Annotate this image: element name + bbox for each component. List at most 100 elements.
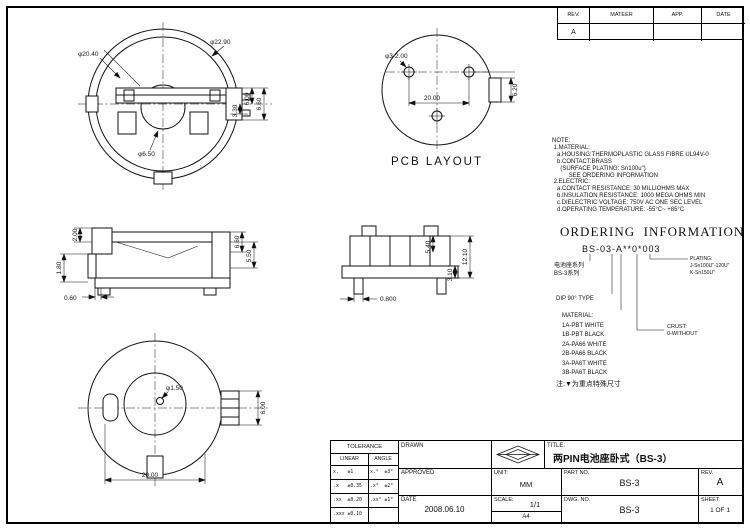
hatched-section-right [189, 111, 209, 135]
scale-value: 1/1 [529, 500, 541, 509]
note-line: NOTE: [552, 138, 571, 144]
dim-550: 5.50 [246, 249, 253, 262]
rev-value: A [716, 477, 724, 488]
tolerance-linear-row: .x ±0.35 [333, 484, 362, 489]
divider [331, 453, 398, 454]
ordering-dip-label: DIP 90° TYPE [556, 296, 594, 302]
material-option: 3A-PA6T WHITE [562, 360, 607, 367]
note-line: 1.MATERIAL: [552, 144, 590, 151]
bottom-notch [153, 171, 173, 185]
dim-330: 3.30 [232, 104, 239, 117]
plating-option: J-Sn100U"-120U" [690, 263, 730, 269]
company-logo [495, 445, 541, 464]
pcb-layout-label: PCB LAYOUT [391, 156, 483, 168]
right-column [211, 231, 231, 283]
rev-empty-cell [654, 24, 702, 41]
tolerance-linear-row: .xx ±0.20 [333, 498, 362, 503]
drawn-label: DRAWN [401, 443, 424, 449]
tolerance-linear-header: LINEAR [340, 456, 359, 462]
material-option: 3B-PA6T BLACK [562, 370, 608, 376]
part-no-label: PART NO. [564, 470, 590, 476]
base [341, 265, 459, 279]
title-label: TITLE: [547, 443, 566, 449]
plating-title: PLATING: [690, 256, 713, 262]
tolerance-linear-row: .xxx ±0.10 [333, 512, 362, 517]
note-line: (SURFACE PLATING: Sn100u") [552, 165, 646, 172]
inner-circle [123, 372, 187, 436]
ordering-information-title: ORDERING INFORMATION [560, 224, 745, 239]
material-option: 2B-PA66 BLACK [562, 351, 607, 357]
body [349, 235, 451, 267]
title-block: TOLERANCE LINEAR ANGLE x. ±1 .x ±0.35 .x… [330, 440, 744, 524]
divider [544, 441, 545, 468]
small-hole [156, 397, 164, 405]
bottom-view-drawing: φ1.50 6.00 20.00 [78, 333, 268, 488]
note-line: b.INSULATION RESISTANCE: 1000 MEGA OHMS … [552, 193, 706, 200]
date-value: 2008.06.10 [424, 505, 465, 514]
note-line: c.DIELECTRIC VOLTAGE: 750V AC ONE SEC LE… [552, 200, 703, 207]
dim-dia-hole: φ1.50 [166, 385, 183, 392]
dim-600: 6.00 [244, 92, 251, 105]
ordering-crust-list: CRUST: 0-WITHOUT [667, 324, 698, 338]
tolerance-angle-row: .x° ±2° [370, 484, 394, 489]
divider [331, 493, 398, 494]
note-line: a.CONTACT RESISTANCE: 30 MILLIOHMS MAX [552, 186, 690, 193]
divider [398, 468, 742, 469]
material-option: 1B-PBT BLACK [562, 332, 605, 338]
top-bump-left [361, 225, 377, 237]
tolerance-angle-row: x.° ±3° [370, 470, 394, 475]
divider [398, 495, 742, 496]
divider [491, 511, 561, 512]
paper-size: A4 [522, 513, 530, 520]
tolerance-angle-header: ANGLE [374, 456, 392, 462]
material-option: 2A-PA66 WHITE [562, 341, 607, 348]
dim-310: 3.10 [447, 268, 454, 281]
rev-header-mateer: MATEER [590, 7, 654, 24]
divider [331, 507, 398, 508]
sheet-value: 1 OF 1 [710, 507, 730, 514]
ordering-plating-list: PLATING: J-Sn100U"-120U" K-Sn150U" [690, 256, 729, 277]
dim-dia-outer: φ22.90 [210, 39, 231, 46]
dim-0800: 0.800 [380, 296, 397, 303]
base-plate [94, 277, 231, 289]
note-line: b.CONTACT:BRASS [552, 158, 612, 165]
side-view-center-drawing: 0.800 5.40 3.10 12.10 [340, 225, 474, 303]
divider [398, 441, 399, 522]
tolerance-angle-row: .xx° ±1° [370, 498, 394, 503]
rev-value-cell: A [558, 24, 590, 41]
crust-title: CRUST: [667, 324, 687, 330]
top-view-drawing: φ20.40 φ22.90 φ6.50 6.00 3.30 6.60 [78, 22, 272, 190]
dim-1210: 12.10 [462, 248, 469, 265]
drawing-title: 两PIN电池座卧式（BS-3） [553, 454, 673, 465]
ordering-material-list: MATERIAL: 1A-PBT WHITE 1B-PBT BLACK 2A-P… [562, 312, 607, 379]
approved-label: APPROVED [401, 470, 435, 476]
rev-header-app: APP. [654, 7, 702, 24]
rev-empty-cell [590, 24, 654, 41]
unit-label: UNIT: [494, 470, 508, 476]
note-line: a.HOUSING:THERMOPLASTIC GLASS FIBRE UL94… [552, 151, 709, 158]
material-option: 1A-PBT WHITE [562, 322, 604, 329]
rev-header-date: DATE [702, 7, 745, 24]
left-slot [102, 393, 119, 422]
dim-dia-center: φ6.50 [138, 151, 155, 158]
dim-2000: 20.00 [424, 95, 441, 102]
date-label: DATE [401, 497, 417, 503]
dim-dia-inner: φ20.40 [78, 51, 99, 58]
series-line-2: BS-3系列 [554, 270, 580, 277]
special-dimension-note: 注:▼为重点特殊尺寸 [556, 381, 621, 388]
pcb-layout-drawing: 20.00 6.20 φ3-2.00 PCB LAYOUT [381, 28, 519, 168]
notes-section: NOTE: 1.MATERIAL: a.HOUSING:THERMOPLASTI… [552, 138, 750, 214]
series-line-1: 电池座系列 [554, 263, 585, 269]
dim-620: 6.20 [512, 83, 519, 96]
divider [491, 441, 492, 522]
rev-label: REV. [701, 470, 714, 476]
dim-holes: φ3-2.00 [385, 53, 408, 60]
ordering-series-label: 电池座系列 BS-3系列 [554, 263, 584, 278]
material-title: MATERIAL: [562, 313, 594, 319]
unit-value: MM [519, 480, 533, 489]
revision-table: REV. MATEER APP. DATE A [557, 6, 745, 41]
divider [368, 453, 369, 522]
part-no-value: BS-3 [619, 478, 640, 488]
dim-200: 2.00 [72, 228, 79, 241]
side-view-left-drawing: 2.00 6.60 5.50 1.80 0.60 [56, 227, 258, 302]
